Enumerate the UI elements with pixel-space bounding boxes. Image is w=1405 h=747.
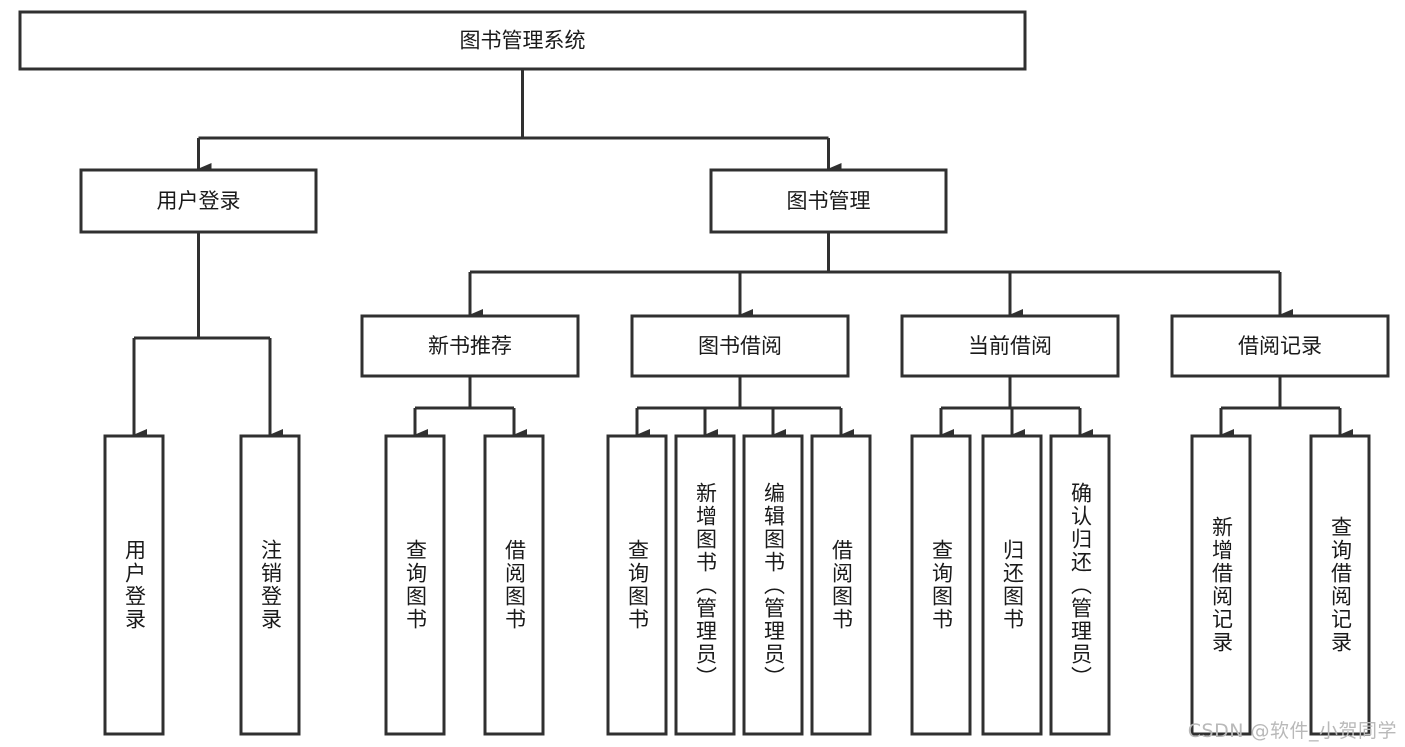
node-box-book-borrow[interactable]	[630, 314, 850, 378]
node-box-new-book-recommend[interactable]	[360, 314, 580, 378]
node-box-leaf-logout-login[interactable]	[239, 434, 301, 736]
node-box-leaf-return-book[interactable]	[981, 434, 1043, 736]
node-label-book-borrow: 图书借阅	[698, 334, 782, 358]
node-box-leaf-confirm-return[interactable]	[1049, 434, 1111, 736]
node-label-borrow-record: 借阅记录	[1238, 334, 1322, 358]
node-box-user-login[interactable]	[79, 168, 318, 234]
node-box-leaf-borrow-book-1[interactable]	[483, 434, 545, 736]
node-box-borrow-record[interactable]	[1170, 314, 1390, 378]
node-box-leaf-query-book-1[interactable]	[384, 434, 446, 736]
node-box-leaf-query-borrow-record[interactable]	[1309, 434, 1371, 736]
node-label-root: 图书管理系统	[460, 29, 586, 53]
watermark-text: CSDN @软件_小贺同学	[1187, 720, 1397, 742]
node-box-leaf-query-book-2[interactable]	[606, 434, 668, 736]
node-label-book-management: 图书管理	[787, 189, 871, 213]
node-box-leaf-borrow-book-2[interactable]	[810, 434, 872, 736]
node-label-new-book-recommend: 新书推荐	[428, 334, 512, 358]
node-box-leaf-edit-book[interactable]	[742, 434, 804, 736]
node-box-leaf-query-book-3[interactable]	[910, 434, 972, 736]
node-box-layer	[18, 10, 1390, 736]
node-box-leaf-add-borrow-record[interactable]	[1190, 434, 1252, 736]
node-label-current-borrow: 当前借阅	[968, 334, 1052, 358]
node-box-leaf-user-login[interactable]	[103, 434, 165, 736]
node-box-book-management[interactable]	[709, 168, 948, 234]
node-label-user-login: 用户登录	[157, 189, 241, 213]
connector-layer	[132, 69, 1353, 441]
node-box-leaf-add-book[interactable]	[674, 434, 736, 736]
node-box-root[interactable]	[18, 10, 1027, 71]
node-box-current-borrow[interactable]	[900, 314, 1120, 378]
